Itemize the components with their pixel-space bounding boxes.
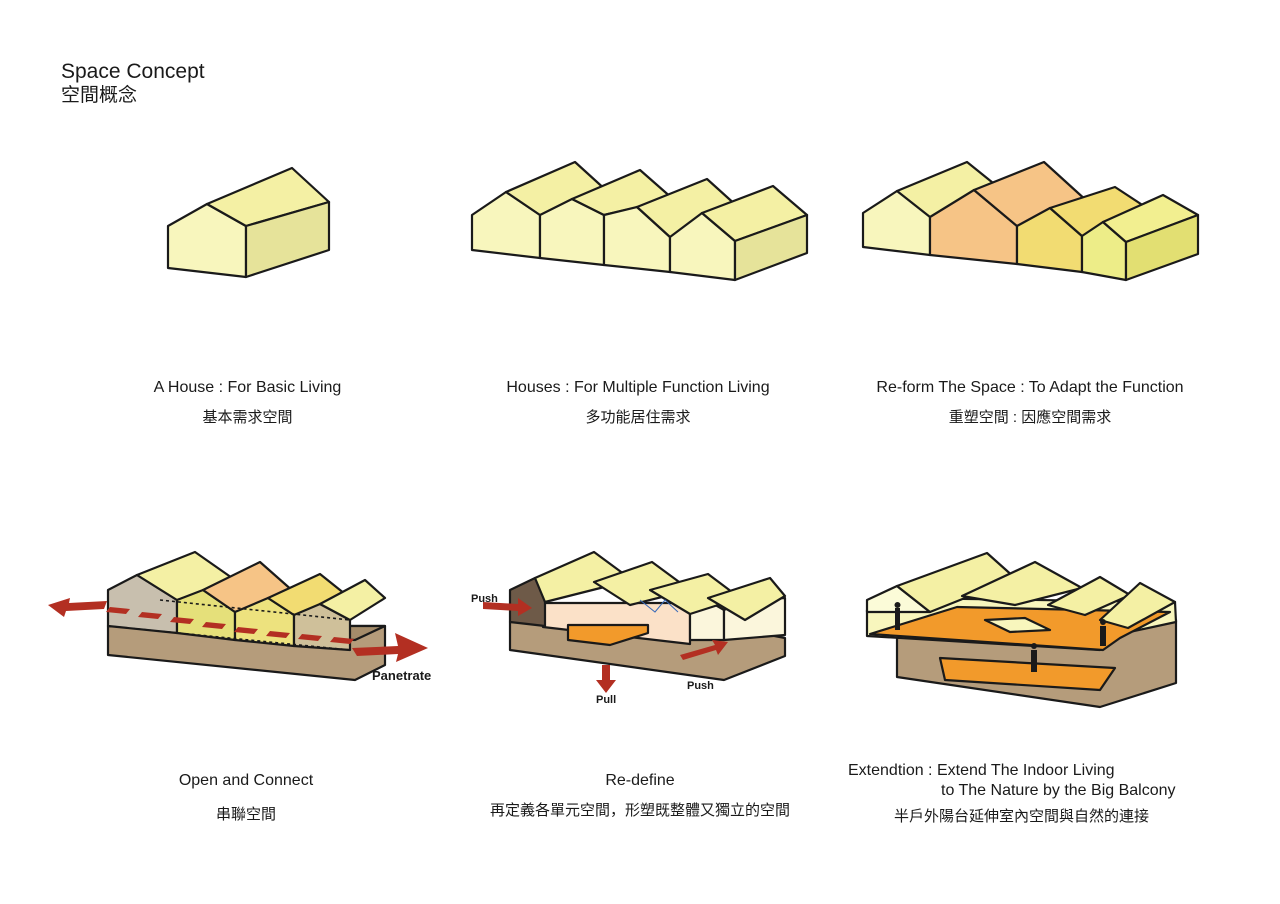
caption-zh: 串聯空間 [215,806,276,823]
caption-en: Open and Connect [178,772,314,789]
caption-extension: Extendtion : Extend The Indoor Living to… [848,761,1208,827]
caption-en: Houses : For Multiple Function Living [506,379,770,396]
diagram-multiple-houses [470,160,809,282]
diagram-open-connect: Panetrate [48,550,431,683]
caption-redefine: Re-define 再定義各單元空間，形塑既整體又獨立的空間 [460,771,820,821]
diagram-single-house [166,166,331,279]
diagram-redefine: Push Pull Push [471,550,787,706]
caption-zh: 重塑空間 : 因應空間需求 [948,409,1112,426]
caption-zh: 基本需求空間 [202,409,293,426]
caption-zh: 多功能居住需求 [585,409,691,426]
page-title: Space Concept 空間概念 [61,60,205,108]
caption-en: Re-define [605,772,675,789]
caption-en-line1: Extendtion : Extend The Indoor Living [848,762,1115,779]
caption-reformed-space: Re-form The Space : To Adapt the Functio… [855,378,1205,428]
title-zh: 空間概念 [61,85,138,106]
diagram-extension [865,551,1178,709]
annotation-penetrate: Panetrate [372,668,431,683]
caption-en: Re-form The Space : To Adapt the Functio… [876,379,1184,396]
caption-en-line2: to The Nature by the Big Balcony [941,782,1176,799]
caption-zh: 半戶外陽台延伸室內空間與自然的連接 [894,808,1150,825]
caption-multiple-houses: Houses : For Multiple Function Living 多功… [478,378,798,428]
title-en: Space Concept [61,60,205,83]
caption-en: A House : For Basic Living [153,379,342,396]
caption-open-connect: Open and Connect 串聯空間 [130,771,362,825]
annotation-push-left: Push [471,593,498,605]
annotation-pull: Pull [596,694,616,706]
caption-single-house: A House : For Basic Living 基本需求空間 [120,378,375,428]
diagram-reformed-space [861,160,1200,282]
annotation-push-right: Push [687,680,714,692]
caption-zh: 再定義各單元空間，形塑既整體又獨立的空間 [489,802,790,819]
